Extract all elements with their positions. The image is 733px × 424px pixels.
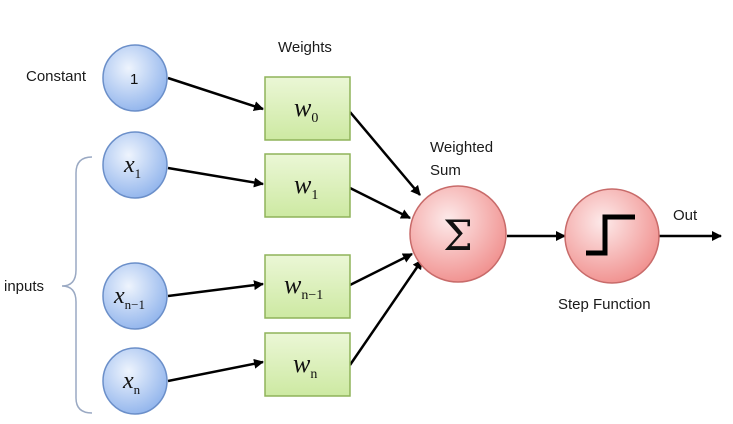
input-node-xn: xn [102, 347, 168, 415]
summation-icon: Σ [443, 211, 473, 260]
svg-text:wn: wn [293, 349, 317, 382]
constant-value: 1 [130, 71, 138, 88]
step-function-label: Step Function [558, 296, 651, 313]
inputs-brace [61, 156, 93, 414]
input-node-xn-1: xn−1 [102, 262, 168, 330]
svg-text:xn: xn [122, 368, 141, 397]
svg-text:wn−1: wn−1 [284, 270, 323, 303]
weights-label: Weights [278, 39, 332, 56]
arrow-xn-to-wn [167, 358, 264, 383]
arrow-wn-to-sum [348, 259, 424, 366]
x1-var: x [123, 152, 135, 178]
step-function-node [564, 188, 660, 284]
wn1-sub: n−1 [301, 288, 323, 303]
weight-box-wn: wn [264, 332, 351, 397]
w1-var: w [294, 170, 312, 199]
xn-sub: n [134, 382, 141, 397]
svg-text:x1: x1 [123, 152, 141, 181]
input-to-weight-arrows [167, 76, 264, 383]
xn1-var: x [113, 283, 125, 309]
step-function-icon [586, 214, 635, 256]
arrow-w1-to-sum [349, 186, 411, 220]
arrow-w0-to-sum [349, 111, 421, 196]
out-label: Out [673, 207, 698, 224]
xn-var: x [122, 368, 134, 394]
input-node-x1: x1 [102, 131, 168, 199]
svg-text:w1: w1 [294, 170, 318, 203]
wn1-var: w [284, 270, 302, 299]
weight-box-w1: w1 [264, 153, 351, 218]
xn1-sub: n−1 [125, 297, 145, 312]
x1-sub: 1 [135, 166, 142, 181]
arrow-xn1-to-wn1 [167, 280, 264, 298]
inputs-label: inputs [4, 278, 44, 295]
constant-label: Constant [26, 68, 87, 85]
svg-text:xn−1: xn−1 [113, 283, 145, 312]
summation-node: Σ [409, 185, 507, 283]
weight-box-w0: w0 [264, 76, 351, 141]
arrow-1-to-w0 [167, 76, 264, 111]
wn-var: w [293, 349, 311, 378]
weight-to-sum-arrows [348, 111, 424, 366]
weight-box-wn-1: wn−1 [264, 254, 351, 319]
weighted-sum-label-line2: Sum [430, 162, 461, 179]
wn-sub: n [310, 367, 317, 382]
svg-text:w0: w0 [294, 93, 318, 126]
input-node-constant: 1 [102, 44, 168, 112]
arrow-wn1-to-sum [349, 252, 413, 287]
weighted-sum-label-line1: Weighted [430, 139, 493, 156]
arrow-x1-to-w1 [167, 166, 264, 188]
w0-sub: 0 [311, 111, 318, 126]
w0-var: w [294, 93, 312, 122]
w1-sub: 1 [311, 188, 318, 203]
